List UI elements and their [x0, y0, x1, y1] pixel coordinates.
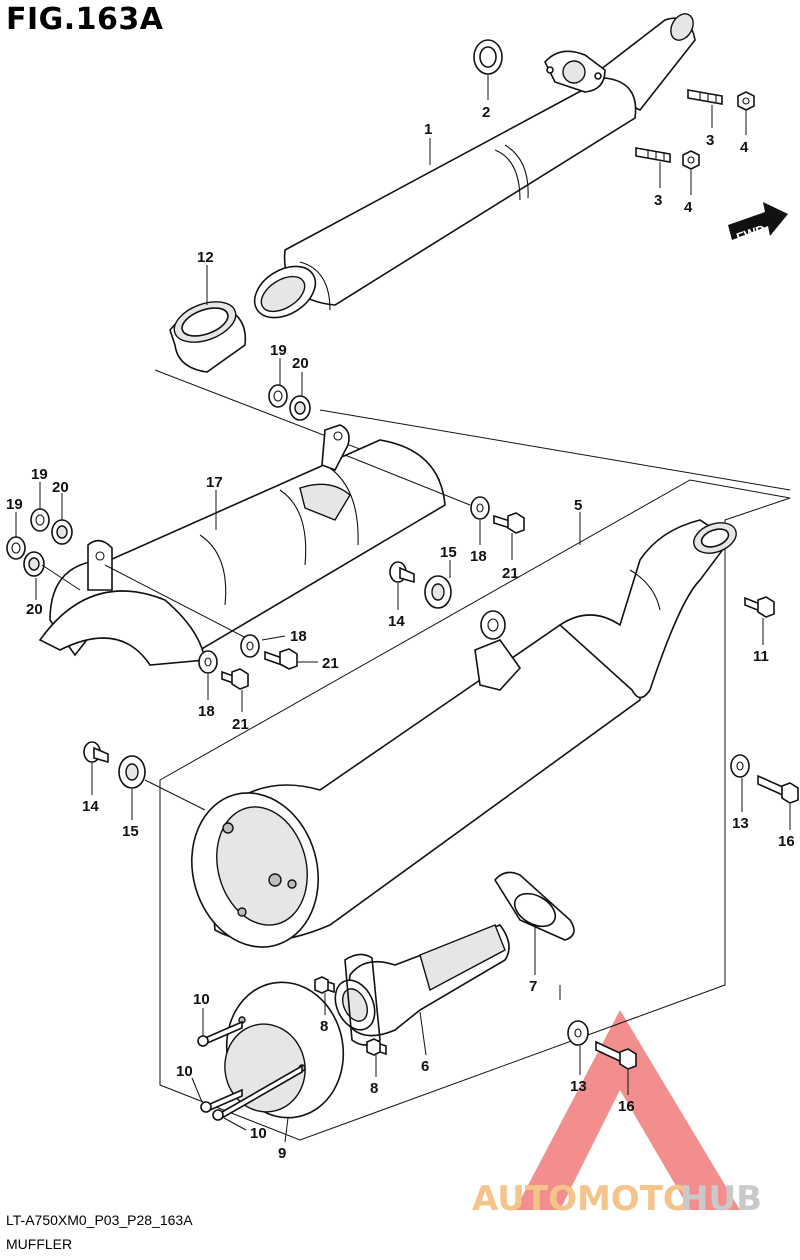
callout-9: 9	[278, 1145, 286, 1162]
muffler-assembly-outline-part-5	[159, 479, 791, 1141]
callout-18: 18	[198, 703, 215, 720]
figure-title: FIG.163A	[6, 2, 164, 37]
diagram-caption: MUFFLER	[6, 1236, 73, 1252]
cushion-part-15-lower	[118, 755, 146, 789]
callout-8: 8	[370, 1080, 378, 1097]
callout-15: 15	[440, 544, 457, 561]
washer-part-13-lower	[567, 1020, 589, 1046]
washer-part-13-right	[730, 754, 750, 778]
gasket-part-7	[494, 871, 575, 941]
callout-21: 21	[232, 716, 249, 733]
callout-16: 16	[778, 833, 795, 850]
washer-part-18-low	[198, 650, 218, 674]
washer-part-18-mid	[240, 634, 260, 658]
callout-6: 6	[421, 1058, 429, 1075]
callout-18: 18	[290, 628, 307, 645]
callout-20: 20	[52, 479, 69, 496]
grommet-part-19-left-a	[30, 508, 50, 532]
callout-10: 10	[250, 1125, 267, 1142]
svg-text:AUTOMOTO: AUTOMOTO	[472, 1179, 692, 1219]
bolt-part-11	[744, 596, 775, 618]
callout-4: 4	[740, 139, 749, 156]
callout-15: 15	[122, 823, 139, 840]
callout-13: 13	[570, 1078, 587, 1095]
stud-bolt-part-3-lower	[635, 147, 671, 163]
callout-numbers: 1 2 3 4 3 4 12 19 20 17 19 20 19 20 5 15…	[6, 104, 795, 1162]
exhaust-seal-part-12	[169, 301, 247, 373]
watermark-logo	[515, 1010, 740, 1210]
callout-20: 20	[292, 355, 309, 372]
callout-17: 17	[206, 474, 223, 491]
callout-19: 19	[6, 496, 23, 513]
gasket-part-2	[473, 39, 503, 75]
callout-13: 13	[732, 815, 749, 832]
callout-8: 8	[320, 1018, 328, 1035]
stud-bolt-part-3-upper	[687, 89, 723, 105]
end-cover-part-9	[224, 981, 345, 1119]
callout-19: 19	[270, 342, 287, 359]
callout-14: 14	[388, 613, 405, 630]
grommet-part-19-upper	[268, 384, 288, 408]
bolt-part-21-mid	[264, 648, 298, 670]
callout-3: 3	[706, 132, 714, 149]
fwd-arrow: FWD	[728, 202, 788, 245]
callout-11: 11	[753, 648, 769, 665]
exhaust-flange	[544, 50, 606, 93]
callout-21: 21	[502, 565, 519, 582]
nut-part-4-lower	[682, 150, 700, 170]
svg-text:HUB: HUB	[680, 1179, 762, 1219]
callout-2: 2	[482, 104, 490, 121]
exhaust-pipe-part-1	[253, 13, 696, 319]
callout-5: 5	[574, 497, 582, 514]
callout-21: 21	[322, 655, 339, 672]
diagram-code: LT-A750XM0_P03_P28_163A	[6, 1212, 193, 1228]
washer-part-18-right	[470, 496, 490, 520]
callout-10: 10	[193, 991, 210, 1008]
callout-1: 1	[424, 121, 432, 138]
grommet-part-19-left-b	[6, 536, 26, 560]
bolt-part-21-low	[221, 668, 249, 690]
callout-20: 20	[26, 601, 43, 618]
bolt-part-8-upper	[314, 976, 335, 994]
bolt-part-8-lower	[366, 1038, 387, 1056]
watermark-text: AUTOMOTO HUB	[472, 1179, 762, 1219]
bolt-part-21-right	[493, 512, 525, 534]
bolt-part-16-lower	[595, 1040, 637, 1070]
callout-16: 16	[618, 1098, 635, 1115]
muffler-body	[191, 519, 737, 948]
heat-shield-part-17	[38, 424, 446, 666]
collar-part-14-upper	[389, 561, 415, 584]
callout-18: 18	[470, 548, 487, 565]
screw-part-10-upper	[197, 1020, 243, 1047]
callout-14: 14	[82, 798, 99, 815]
callout-12: 12	[197, 249, 214, 266]
callout-10: 10	[176, 1063, 193, 1080]
callout-7: 7	[529, 978, 537, 995]
nut-part-4-upper	[737, 91, 755, 111]
bolt-part-16-right	[757, 774, 799, 804]
leader-lines	[15, 75, 791, 1143]
screw-part-10-lower-b	[212, 1064, 303, 1121]
collar-part-20-left-b	[23, 551, 45, 577]
screw-part-10-lower-a	[200, 1088, 243, 1113]
callout-4: 4	[684, 199, 693, 216]
callout-19: 19	[31, 466, 48, 483]
spark-arrester-part-6	[334, 924, 510, 1046]
collar-part-20-left-a	[51, 519, 73, 545]
cushion-part-15-upper	[424, 575, 452, 609]
callout-3: 3	[654, 192, 662, 209]
collar-part-20-upper	[289, 395, 311, 421]
collar-part-14-lower	[83, 741, 109, 764]
